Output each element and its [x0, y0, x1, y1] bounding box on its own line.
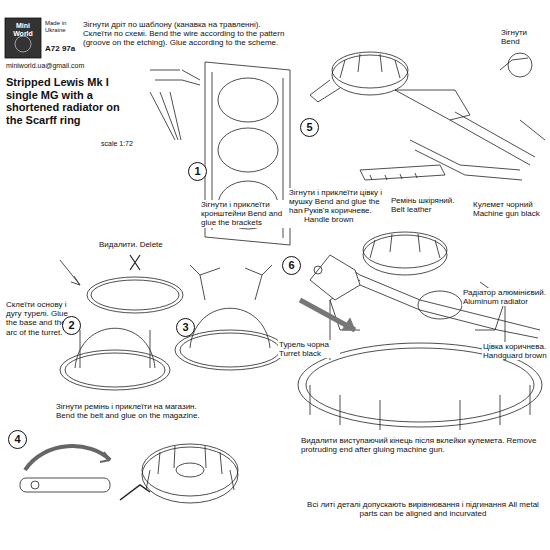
instruction-note: Всі литі деталі допускають вирівнювання …	[298, 500, 548, 518]
paint-callout: Ремінь шкіряний. Belt leather	[390, 196, 470, 214]
paint-callout: Турель чорна Turret black	[278, 340, 340, 358]
instruction-note: Зігнути і приклеїти кронштейни Bend and …	[200, 200, 292, 228]
callout-number: 4	[14, 434, 20, 445]
step-number: 2	[62, 316, 81, 335]
callout-number: 5	[306, 122, 312, 133]
step-number: 3	[176, 318, 195, 337]
step-number: 5	[300, 118, 319, 137]
callout-number: 6	[288, 260, 294, 271]
callout-number: 2	[68, 320, 74, 331]
origin-note: Made in Ukraine	[44, 20, 74, 34]
paint-callout: Цівка коричнева. Handguard brown	[482, 342, 548, 360]
instruction-note: Видалити. Delete	[98, 240, 180, 249]
instruction-note: Зігнути дріт по шаблону (канавка на трав…	[82, 20, 289, 48]
step-number: 4	[8, 430, 27, 449]
scale-note: scale 1:72	[100, 140, 162, 148]
kit-title: Stripped Lewis Mk I single MG with a sho…	[5, 76, 137, 127]
instruction-note: Зігнути ремінь і приклеїти на магазин. B…	[55, 402, 217, 420]
paint-callout: Кулемет чорний Machine gun black	[472, 200, 548, 218]
paint-callout: Руків'я коричневе. Handle brown	[303, 206, 383, 224]
contact-email: miniworld.ua@gmail.com	[5, 62, 117, 70]
instruction-note: Склеїти основу і дугу турелі. Glue the b…	[5, 300, 69, 337]
callout-number: 3	[182, 322, 188, 333]
instruction-note: Зігнути Bend	[500, 28, 547, 46]
instruction-note: Видалити виступаючий кінець після вклейк…	[300, 436, 547, 454]
kit-code: A72 97a	[44, 44, 80, 53]
step-number: 1	[188, 162, 207, 181]
paint-callout: Радіатор алюмінієвий. Aluminum radiator	[462, 288, 548, 306]
step-number: 6	[282, 256, 301, 275]
callout-number: 1	[194, 166, 200, 177]
brand-logo: Mini World	[6, 22, 40, 38]
